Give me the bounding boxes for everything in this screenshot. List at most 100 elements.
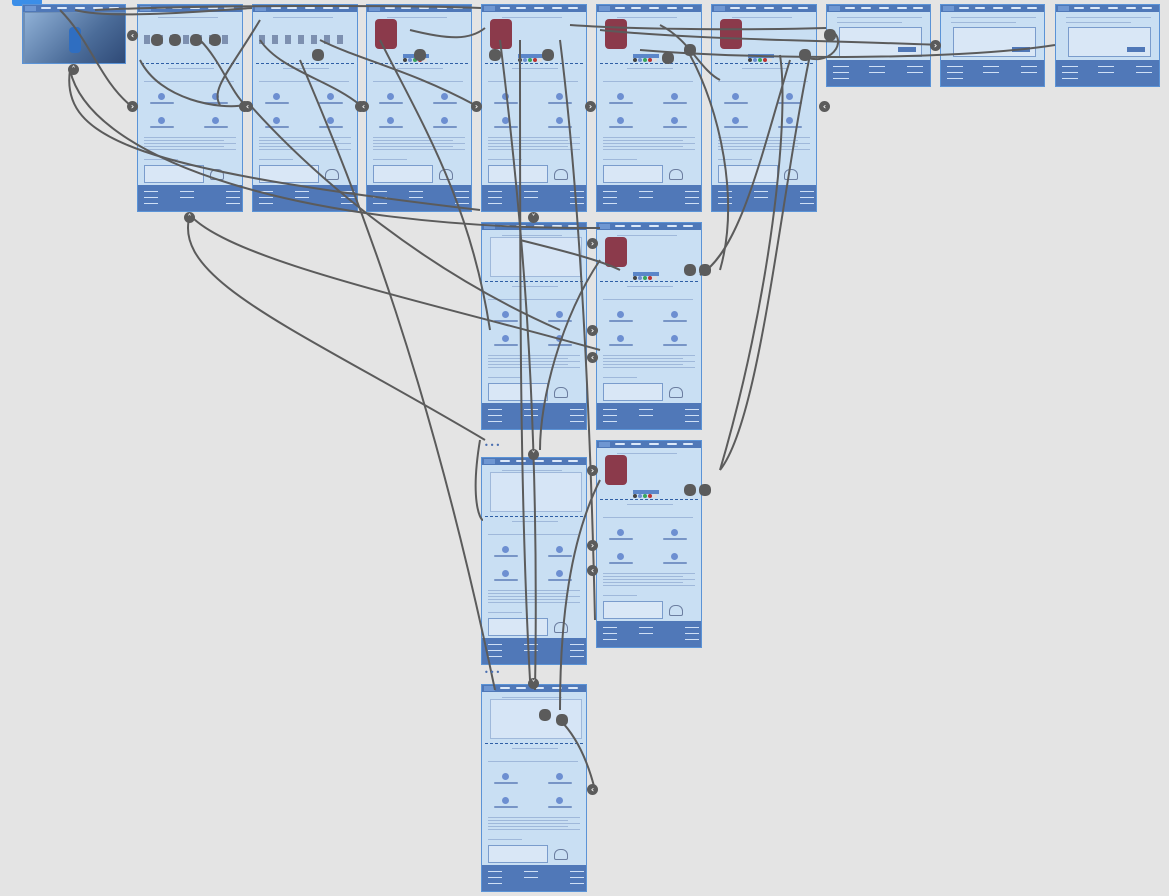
- product-thumb: [285, 35, 291, 44]
- chevron-down-icon[interactable]: ˅: [528, 678, 539, 689]
- color-swatch: [763, 58, 767, 62]
- hotspot-cluster[interactable]: [539, 709, 551, 721]
- chevron-right-icon[interactable]: ›: [587, 325, 598, 336]
- artboard-nav-bar: [1056, 5, 1159, 12]
- color-swatch: [653, 276, 657, 280]
- hotspot-cluster[interactable]: [799, 49, 811, 61]
- footer-line: [907, 66, 923, 67]
- chevron-right-icon[interactable]: ›: [587, 465, 598, 476]
- artboard-footer: [827, 60, 930, 86]
- feature-circle: [273, 93, 280, 100]
- footer-line: [409, 191, 423, 192]
- artboard-footer: [597, 621, 701, 647]
- hotspot-cluster[interactable]: [414, 49, 426, 61]
- feature-caption: [663, 126, 687, 128]
- chevron-right-icon[interactable]: ›: [587, 238, 598, 249]
- nav-link: [667, 7, 677, 9]
- text-line: [718, 81, 808, 82]
- feature-caption: [663, 102, 687, 104]
- artboard-checkout[interactable]: [940, 4, 1045, 87]
- size-table: [373, 165, 433, 183]
- color-swatch: [638, 58, 642, 62]
- hotspot-cluster[interactable]: [542, 49, 554, 61]
- hotspot-cluster[interactable]: [684, 264, 696, 276]
- chevron-left-icon[interactable]: ‹: [819, 101, 830, 112]
- product-thumb: [259, 35, 265, 44]
- logo-mark: [599, 6, 610, 11]
- hanger-icon: [669, 387, 683, 398]
- footer-line: [1021, 72, 1037, 73]
- chevron-down-icon[interactable]: ˅: [528, 449, 539, 460]
- color-swatch: [423, 58, 427, 62]
- artboard-footer: [253, 185, 357, 211]
- hotspot-cluster[interactable]: [312, 49, 324, 61]
- feature-caption: [204, 126, 228, 128]
- chevron-right-icon[interactable]: ›: [930, 40, 941, 51]
- hotspot-cluster[interactable]: [190, 34, 202, 46]
- feature-circle: [617, 93, 624, 100]
- footer-line: [524, 191, 538, 192]
- link-wire: [639, 44, 1056, 58]
- footer-line: [833, 66, 849, 67]
- chevron-up-icon[interactable]: ˄: [184, 212, 195, 223]
- chevron-right-icon[interactable]: ›: [587, 540, 598, 551]
- link-wire: [499, 39, 537, 691]
- chevron-right-icon[interactable]: ›: [585, 101, 596, 112]
- hotspot-cluster[interactable]: [684, 484, 696, 496]
- artboard-cart[interactable]: [826, 4, 931, 87]
- link-wire: [409, 27, 486, 39]
- hotspot-cluster[interactable]: [169, 34, 181, 46]
- section-divider: [600, 63, 698, 64]
- footer-line: [718, 191, 732, 192]
- artboard-product-3[interactable]: [596, 4, 702, 212]
- artboard-product-1[interactable]: [366, 4, 472, 212]
- feature-circle: [556, 117, 563, 124]
- chevron-left-icon[interactable]: ‹: [358, 101, 369, 112]
- nav-link: [552, 687, 562, 689]
- canvas-tab[interactable]: [12, 0, 42, 6]
- footer-line: [603, 191, 617, 192]
- chevron-up-icon[interactable]: ˄: [68, 64, 79, 75]
- feature-circle: [556, 93, 563, 100]
- hotspot-cluster[interactable]: [489, 49, 501, 61]
- chevron-right-icon[interactable]: ›: [471, 101, 482, 112]
- chevron-left-icon[interactable]: ‹: [587, 784, 598, 795]
- nav-link: [746, 7, 756, 9]
- hotspot-cluster[interactable]: [684, 44, 696, 56]
- hotspot-cluster[interactable]: [824, 29, 836, 41]
- artboard-category-2[interactable]: [252, 4, 358, 212]
- footer-line: [570, 421, 584, 422]
- text-line: [837, 17, 922, 18]
- artboard-product-variant-1[interactable]: [596, 222, 702, 430]
- paragraph-line: [488, 143, 580, 144]
- footer-line: [718, 197, 732, 198]
- hotspot-cluster[interactable]: [699, 484, 711, 496]
- nav-link: [500, 7, 510, 9]
- chevron-down-icon[interactable]: ˅: [528, 212, 539, 223]
- nav-link: [730, 7, 740, 9]
- chevron-left-icon[interactable]: ‹: [242, 101, 253, 112]
- color-swatch: [753, 58, 757, 62]
- hotspot-cluster[interactable]: [209, 34, 221, 46]
- hotspot-cluster[interactable]: [699, 264, 711, 276]
- hotspot-cluster[interactable]: [151, 34, 163, 46]
- artboard-product-variant-2[interactable]: [596, 440, 702, 648]
- chevron-right-icon[interactable]: ›: [127, 101, 138, 112]
- footer-line: [639, 415, 653, 416]
- nav-link: [993, 7, 1003, 9]
- size-table: [488, 165, 548, 183]
- hotspot-cluster[interactable]: [556, 714, 568, 726]
- feature-circle: [441, 117, 448, 124]
- chevron-left-icon[interactable]: ‹: [587, 565, 598, 576]
- nav-link: [271, 7, 281, 9]
- chevron-left-icon[interactable]: ‹: [587, 352, 598, 363]
- artboard-confirmation[interactable]: [1055, 4, 1160, 87]
- paragraph-line: [488, 596, 580, 597]
- chevron-left-icon[interactable]: ‹: [127, 30, 138, 41]
- hotspot-cluster[interactable]: [662, 52, 674, 64]
- artboard-product-2[interactable]: [481, 4, 587, 212]
- feature-caption: [663, 562, 687, 564]
- artboard-footer: [597, 403, 701, 429]
- feature-caption: [494, 579, 518, 581]
